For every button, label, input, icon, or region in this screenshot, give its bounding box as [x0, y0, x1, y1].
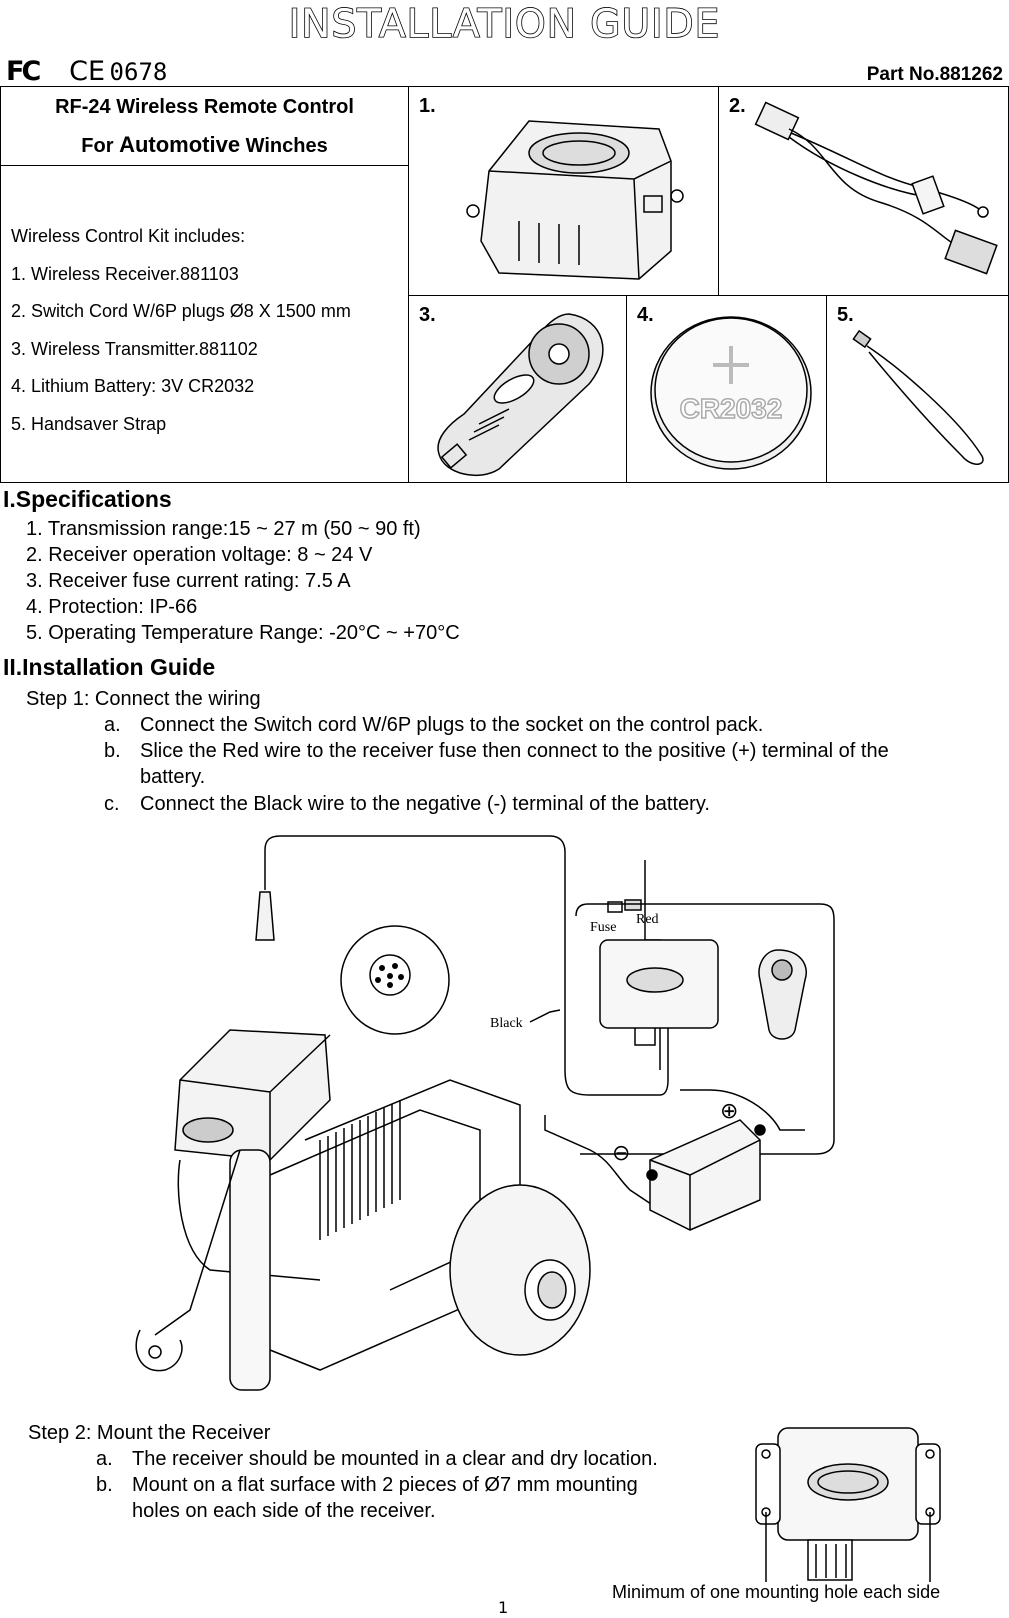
item-number-1: 1.	[419, 95, 436, 117]
kit-item: 3. Wireless Transmitter.881102	[11, 338, 258, 359]
black-wire-label: Black	[490, 1016, 523, 1031]
battery-label: CR2032	[680, 393, 783, 424]
step1-marker-c: c.	[104, 793, 120, 815]
step1-item-a: Connect the Switch cord W/6P plugs to th…	[140, 714, 764, 736]
receiver-image-cell: 1.	[408, 86, 719, 296]
kit-contents-list: Wireless Control Kit includes: 1. Wirele…	[1, 166, 408, 434]
cable-drum-coils	[319, 1100, 401, 1240]
item-number-3: 3.	[419, 304, 436, 326]
red-wire-label: Red	[636, 912, 659, 927]
kit-item: 2. Switch Cord W/6P plugs Ø8 X 1500 mm	[11, 301, 351, 321]
product-title-cell: RF-24 Wireless Remote Control For Automo…	[0, 86, 409, 166]
receiver-mount-diagram	[755, 1427, 941, 1582]
switch-cord-image	[754, 101, 998, 275]
negative-terminal-symbol: ⊖	[612, 1141, 630, 1166]
product-name: RF-24 Wireless Remote Control	[55, 96, 354, 118]
step2-item-a: The receiver should be mounted in a clea…	[132, 1448, 658, 1470]
part-number: Part No.881262	[866, 64, 1003, 85]
kit-contents-heading: Wireless Control Kit includes:	[11, 226, 246, 246]
step2-marker-b: b.	[96, 1474, 113, 1496]
kit-contents-cell: Wireless Control Kit includes: 1. Wirele…	[0, 165, 409, 483]
transmitter-image-cell: 3.	[408, 295, 627, 483]
step2-item-b-cont: holes on each side of the receiver.	[132, 1500, 436, 1522]
kit-item: 4. Lithium Battery: 3V CR2032	[11, 376, 255, 396]
page-number: 1	[498, 1598, 509, 1617]
page-title: INSTALLATION GUIDE	[288, 1, 721, 48]
battery-image: CR2032	[650, 316, 812, 470]
step2-marker-a: a.	[96, 1448, 113, 1470]
spec-item: 1. Transmission range:15 ~ 27 m (50 ~ 90…	[26, 518, 421, 540]
receiver-image	[466, 120, 684, 280]
step1-title: Step 1: Connect the wiring	[26, 688, 261, 710]
step2-title: Step 2: Mount the Receiver	[28, 1422, 271, 1444]
certification-logos: FC CE 0678	[6, 56, 168, 87]
step1-item-c: Connect the Black wire to the negative (…	[140, 793, 710, 815]
fcc-logo: FC	[6, 56, 41, 87]
spec-item: 4. Protection: IP-66	[26, 596, 198, 618]
spec-item: 5. Operating Temperature Range: -20°C ~ …	[26, 622, 460, 644]
mounting-hole-caption: Minimum of one mounting hole each side	[612, 1582, 941, 1602]
step1-marker-b: b.	[104, 740, 121, 762]
step2-item-b: Mount on a flat surface with 2 pieces of…	[132, 1474, 638, 1496]
transmitter-image	[437, 313, 604, 477]
product-subtitle: For Automotive Winches	[81, 132, 328, 157]
ce-number: 0678	[109, 58, 168, 86]
step1-marker-a: a.	[104, 714, 121, 736]
ce-logo: CE	[69, 56, 106, 87]
spec-item: 3. Receiver fuse current rating: 7.5 A	[26, 570, 351, 592]
item-number-5: 5.	[837, 304, 854, 326]
spec-item: 2. Receiver operation voltage: 8 ~ 24 V	[26, 544, 373, 566]
step1-item-b: Slice the Red wire to the receiver fuse …	[140, 740, 889, 762]
kit-item: 1. Wireless Receiver.881103	[11, 263, 239, 284]
strap-image-cell: 5.	[826, 295, 1009, 483]
kit-table: RF-24 Wireless Remote Control For Automo…	[0, 86, 1009, 483]
battery-image-cell: 4. CR2032	[626, 295, 827, 483]
installation-heading: II.Installation Guide	[3, 654, 216, 680]
wiring-diagram: Fuse Red Black ⊕ ⊖	[135, 835, 835, 1391]
item-number-2: 2.	[729, 95, 746, 117]
switch-cord-image-cell: 2.	[718, 86, 1009, 296]
strap-image	[852, 329, 984, 465]
kit-item: 5. Handsaver Strap	[11, 413, 167, 434]
step1-item-b-cont: battery.	[140, 766, 206, 788]
fuse-label: Fuse	[590, 920, 616, 935]
positive-terminal-symbol: ⊕	[720, 1099, 738, 1124]
specifications-heading: I.Specifications	[3, 486, 172, 512]
item-number-4: 4.	[637, 304, 654, 326]
